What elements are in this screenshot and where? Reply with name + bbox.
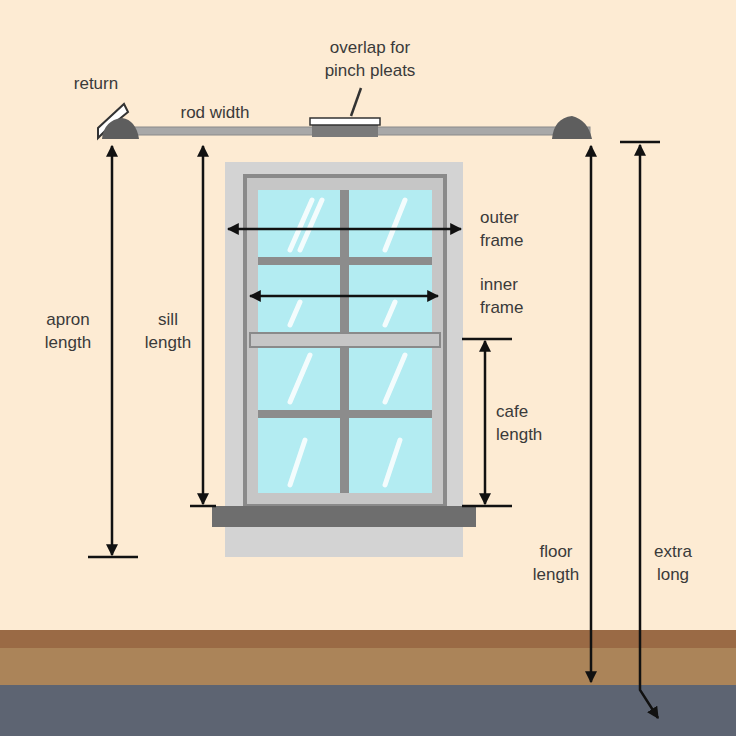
curtain-rod: [98, 88, 592, 139]
dimension-label: rod width: [178, 101, 253, 124]
dimension-label: apron length: [42, 308, 95, 354]
dimension-label: overlap for pinch pleats: [322, 36, 419, 82]
floor: [0, 685, 736, 736]
dimension-label: return: [71, 72, 122, 95]
leader-line: [351, 88, 361, 116]
dimension-label: sill length: [142, 308, 195, 354]
baseboard-lower: [0, 648, 736, 685]
window: [212, 162, 476, 557]
dimension-label: inner frame: [478, 273, 528, 319]
dimension-label: floor length: [530, 540, 583, 586]
dimension-label: outer frame: [478, 206, 528, 252]
baseboard: [0, 630, 736, 648]
dimension-label: cafe length: [494, 400, 547, 446]
dimension-arrows: [88, 142, 660, 718]
dimension-label: extra long: [651, 540, 695, 586]
